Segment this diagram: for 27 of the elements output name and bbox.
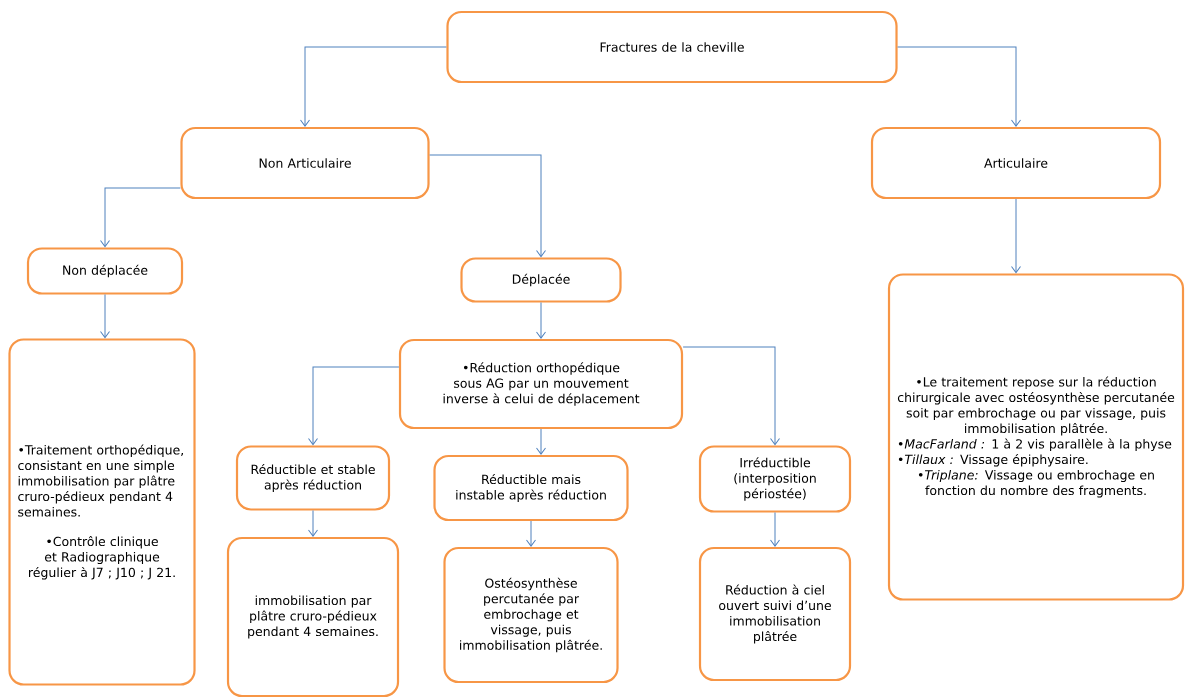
arrow	[100, 294, 110, 339]
arrow	[682, 346, 780, 446]
process-box: Fractures de la cheville	[446, 10, 898, 84]
process-box: Réductible mais instable après réduction	[433, 454, 629, 522]
process-box: •Réduction orthopédique sous AG par un mouvement inverse à celui de déplacement	[398, 338, 684, 430]
process-box: •Le traitement repose sur la réduction chirurgicale avec ostéosynthèse percutanée soit par embrochage ou par vissage, puis immobilisation plâtrée. •MacFarland : 1 à 2 vis parallèle à la physe •Tillaux : Vissage épiphysaire. •Triplane: Vissage ou embrochage en fonction du nombre des fragments.	[887, 273, 1185, 601]
process-box: Articulaire	[870, 126, 1162, 200]
arrow	[526, 520, 536, 547]
arrow	[770, 512, 780, 547]
arrow	[897, 46, 1021, 127]
process-box: Réduction à ciel ouvert suivi d’une immobilisation plâtrée	[698, 546, 852, 682]
arrow	[308, 366, 400, 446]
process-box: •Traitement orthopédique, consistant en une simple immobilisation par plâtre cruro-pédieux pendant 4 semaines. •Contrôle clinique et Radiographique régulier à J7 ; J10 ; J 21.	[8, 338, 196, 686]
arrow	[536, 302, 546, 339]
process-box: Non déplacée	[26, 247, 184, 295]
arrow	[300, 46, 447, 127]
arrow	[308, 510, 318, 537]
arrow	[100, 187, 181, 248]
arrow	[536, 428, 546, 455]
process-box: Ostéosynthèse percutanée par embrochage et vissage, puis immobilisation plâtrée.	[443, 546, 619, 684]
process-box: Irréductible (interposition périostée)	[698, 445, 852, 513]
process-box: Déplacée	[460, 257, 622, 303]
arrow	[1011, 198, 1021, 274]
process-box: Réductible et stable après réduction	[235, 445, 391, 511]
arrow	[429, 154, 546, 258]
process-box: Non Articulaire	[180, 126, 430, 200]
process-box: immobilisation par plâtre cruro-pédieux pendant 4 semaines.	[226, 536, 400, 698]
